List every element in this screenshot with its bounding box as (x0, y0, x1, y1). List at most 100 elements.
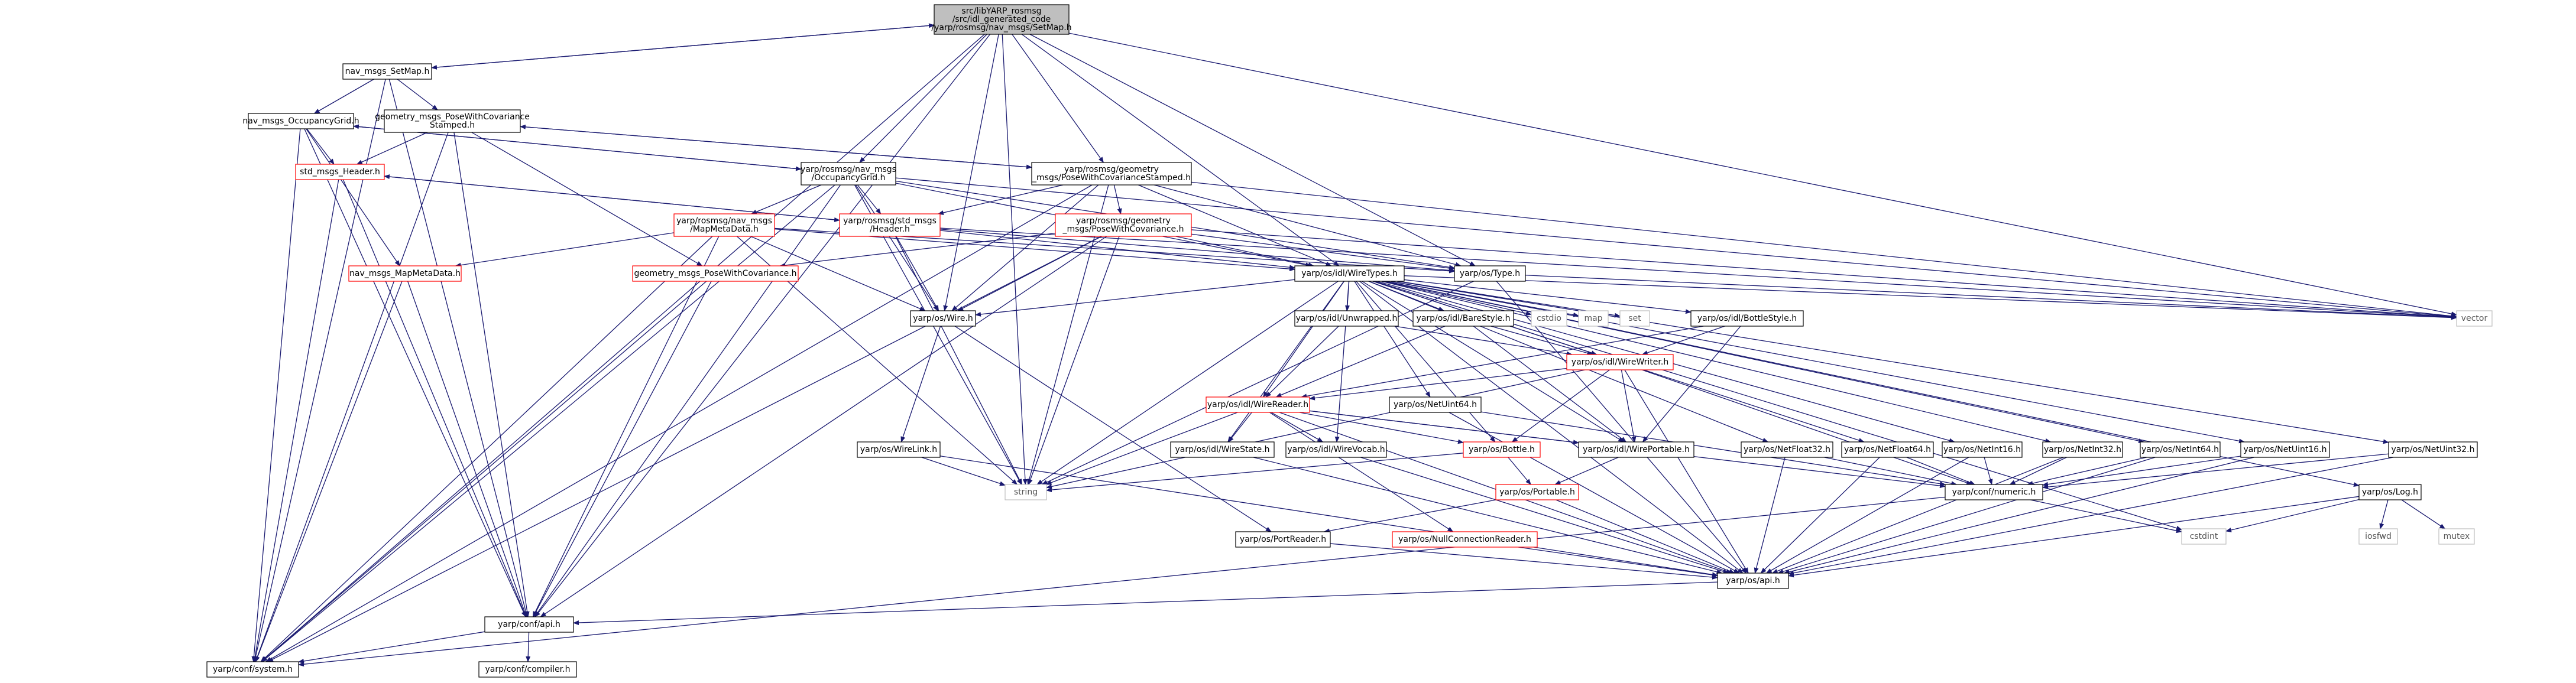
edge-nullconn-to-osapi (1518, 547, 1718, 578)
node-wireportable[interactable]: yarp/os/idl/WirePortable.h (1578, 441, 1694, 458)
node-std_header[interactable]: std_msgs_Header.h (295, 164, 385, 180)
edge-nav_setmap-to-nav_occgrid (313, 79, 374, 114)
node-nav_setmap[interactable]: nav_msgs_SetMap.h (342, 63, 432, 80)
node-label: yarp/os/WireLink.h (860, 445, 937, 454)
edge-netuint16-to-confnumeric (2042, 456, 2241, 487)
node-yr_occgrid[interactable]: yarp/rosmsg/nav_msgs/OccupancyGrid.h (801, 162, 896, 186)
edge-root-to-ostype (1029, 34, 1476, 266)
node-geom_pwcs[interactable]: geometry_msgs_PoseWithCovarianceStamped.… (375, 109, 530, 133)
node-label: vector (2461, 314, 2488, 323)
node-label: yarp/os/NetFloat64.h (1844, 445, 1931, 454)
node-label: yarp/os/idl/Unwrapped.h (1296, 314, 1398, 323)
node-netuint64[interactable]: yarp/os/NetUint64.h (1389, 396, 1482, 413)
node-cstdio: cstdio (1531, 310, 1567, 327)
node-confsystem[interactable]: yarp/conf/system.h (206, 661, 299, 678)
node-map: map (1578, 310, 1609, 327)
node-nav_occgrid[interactable]: nav_msgs_OccupancyGrid.h (242, 113, 359, 129)
node-label: yarp/rosmsg/nav_msgs (676, 216, 772, 226)
node-ostype[interactable]: yarp/os/Type.h (1454, 265, 1526, 282)
node-netfloat32[interactable]: yarp/os/NetFloat32.h (1741, 441, 1833, 458)
node-confcompiler[interactable]: yarp/conf/compiler.h (478, 661, 577, 678)
node-label: yarp/os/idl/BareStyle.h (1417, 314, 1511, 323)
node-box (1412, 310, 1514, 327)
node-portable[interactable]: yarp/os/Portable.h (1495, 484, 1579, 500)
node-unwrapped[interactable]: yarp/os/idl/Unwrapped.h (1294, 310, 1399, 327)
edge-yr_mapmeta-to-wire (750, 236, 926, 311)
node-oslog[interactable]: yarp/os/Log.h (2358, 484, 2422, 500)
node-wirelink[interactable]: yarp/os/WireLink.h (857, 441, 941, 458)
node-netint32[interactable]: yarp/os/NetInt32.h (2042, 441, 2123, 458)
node-box (478, 661, 577, 678)
edge-netuint32-to-confnumeric (2042, 453, 2389, 490)
node-yr_pwc[interactable]: yarp/rosmsg/geometry_msgs/PoseWithCovari… (1055, 213, 1192, 237)
node-bottle[interactable]: yarp/os/Bottle.h (1463, 441, 1541, 458)
node-box (1389, 396, 1482, 413)
node-wirestate[interactable]: yarp/os/idl/WireState.h (1170, 441, 1275, 458)
node-wirereader[interactable]: yarp/os/idl/WireReader.h (1206, 396, 1310, 413)
edge-bottlestyle-to-wirewriter (1641, 326, 1725, 355)
edge-yr_pwc-to-confapi (540, 236, 1107, 617)
node-box (1690, 310, 1804, 327)
edge-confapi-to-confcompiler (526, 632, 531, 662)
node-portreader[interactable]: yarp/os/PortReader.h (1235, 531, 1331, 548)
node-yr_pwcs[interactable]: yarp/rosmsg/geometry_msgs/PoseWithCovari… (1031, 162, 1192, 186)
node-label: /OccupancyGrid.h (811, 173, 885, 183)
node-label: yarp/os/Log.h (2362, 487, 2418, 497)
node-box (1235, 531, 1331, 548)
edge-wirereader-to-bottle (1299, 412, 1464, 444)
node-label: nav_msgs_SetMap.h (345, 67, 430, 76)
node-wirevocab[interactable]: yarp/os/idl/WireVocab.h (1285, 441, 1387, 458)
node-label: yarp/os/idl/WireReader.h (1207, 400, 1308, 409)
node-netfloat64[interactable]: yarp/os/NetFloat64.h (1841, 441, 1934, 458)
node-nav_mapmeta[interactable]: nav_msgs_MapMetaData.h (348, 265, 462, 282)
node-confapi[interactable]: yarp/conf/api.h (484, 616, 574, 633)
node-box (2042, 441, 2123, 458)
edge-yr_mapmeta-to-confapi (532, 236, 720, 617)
node-geom_pwc[interactable]: geometry_msgs_PoseWithCovariance.h (632, 265, 799, 282)
node-yr_mapmeta[interactable]: yarp/rosmsg/nav_msgs/MapMetaData.h (673, 213, 775, 237)
node-netint64[interactable]: yarp/os/NetInt64.h (2140, 441, 2221, 458)
node-box (1578, 441, 1694, 458)
edge-yr_occgrid-to-nav_occgrid (353, 124, 802, 170)
node-box (384, 109, 521, 133)
node-netuint16[interactable]: yarp/os/NetUint16.h (2240, 441, 2330, 458)
node-label: yarp/os/NetUint16.h (2243, 445, 2326, 454)
edge-wiretypes-to-wirereader (1263, 281, 1344, 398)
node-nullconn[interactable]: yarp/os/NullConnectionReader.h (1392, 531, 1538, 548)
node-osapi[interactable]: yarp/os/api.h (1717, 573, 1789, 589)
node-netuint32[interactable]: yarp/os/NetUint32.h (2388, 441, 2478, 458)
node-label: yarp/os/PortReader.h (1240, 535, 1326, 544)
node-box (1285, 441, 1387, 458)
node-confnumeric[interactable]: yarp/conf/numeric.h (1945, 484, 2043, 500)
node-root: src/libYARP_rosmsg/src/idl_generated_cod… (931, 4, 1072, 35)
edge-geom_pwc-to-confsystem (261, 281, 707, 662)
node-wiretypes[interactable]: yarp/os/idl/WireTypes.h (1294, 265, 1405, 282)
edge-ostype-to-osapi (1496, 281, 1747, 574)
node-bottlestyle[interactable]: yarp/os/idl/BottleStyle.h (1690, 310, 1804, 327)
edge-wirewriter-to-string (1046, 369, 1585, 489)
edge-bottlestyle-to-wireportable (1642, 326, 1741, 443)
edge-yr_stdheader-to-ostype (939, 229, 1455, 273)
node-label: geometry_msgs_PoseWithCovariance (375, 112, 530, 122)
edge-geom_pwc-to-confapi (533, 281, 712, 617)
node-barestyle[interactable]: yarp/os/idl/BareStyle.h (1412, 310, 1514, 327)
node-netint16[interactable]: yarp/os/NetInt16.h (1942, 441, 2023, 458)
edge-wireportable-to-portable (1554, 457, 1619, 485)
node-wirewriter[interactable]: yarp/os/idl/WireWriter.h (1566, 354, 1674, 370)
node-label: yarp/os/NetFloat32.h (1744, 445, 1830, 454)
edge-yr_occgrid-to-wire (855, 184, 939, 311)
edge-wiretypes-to-wireportable (1362, 281, 1625, 443)
node-label: yarp/os/idl/BottleStyle.h (1697, 314, 1797, 323)
node-box (1454, 265, 1526, 282)
node-yr_stdheader[interactable]: yarp/rosmsg/std_msgs/Header.h (839, 213, 941, 237)
node-box (1206, 396, 1310, 413)
node-label: _msgs/PoseWithCovariance.h (1062, 225, 1184, 234)
edge-nav_setmap-to-geom_pwcs (397, 79, 438, 110)
node-label: yarp/rosmsg/std_msgs (843, 216, 937, 226)
node-box (934, 4, 1070, 35)
node-wire[interactable]: yarp/os/Wire.h (910, 310, 976, 327)
edge-yr_mapmeta-to-nav_mapmeta (455, 232, 675, 268)
edge-wirewriter-to-confnumeric (1642, 369, 1973, 485)
node-box (248, 113, 354, 129)
edge-yr_occgrid-to-confapi (534, 184, 841, 617)
